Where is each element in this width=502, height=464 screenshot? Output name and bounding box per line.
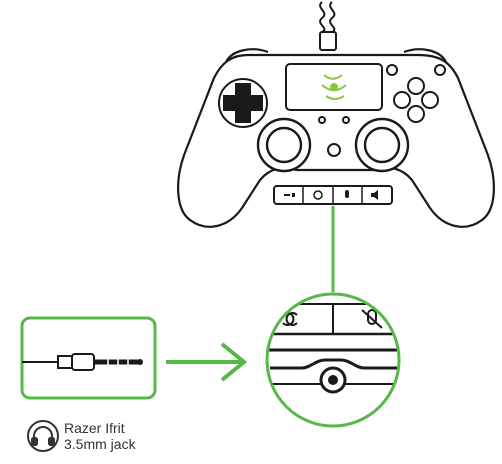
chat-balance-icon: [313, 190, 323, 200]
arrow-right-icon: [166, 342, 248, 382]
usb-cable: [319, 1, 337, 51]
audio-control-strip: [273, 185, 393, 205]
center-buttons: [318, 116, 350, 157]
caption-line-1: Razer Ifrit: [64, 420, 125, 436]
zoom-detail: [265, 292, 401, 428]
mic-mute-icon: [361, 309, 383, 329]
headset-plug-panel: [20, 316, 157, 400]
headset-caption: Razer Ifrit 3.5mm jack: [64, 420, 136, 452]
mode-icon: [284, 193, 295, 197]
headset-icon: [27, 420, 59, 452]
volume-icon: [371, 190, 378, 200]
touchpad: [285, 63, 383, 111]
caption-line-2: 3.5mm jack: [64, 436, 136, 452]
headset-jack-port: [319, 366, 347, 394]
mic-mute-icon: [345, 190, 349, 198]
face-buttons: [386, 64, 446, 123]
left-thumbstick: [256, 117, 312, 173]
d-pad: [218, 78, 268, 128]
razer-logo-icon: [321, 74, 347, 100]
right-thumbstick: [354, 117, 410, 173]
